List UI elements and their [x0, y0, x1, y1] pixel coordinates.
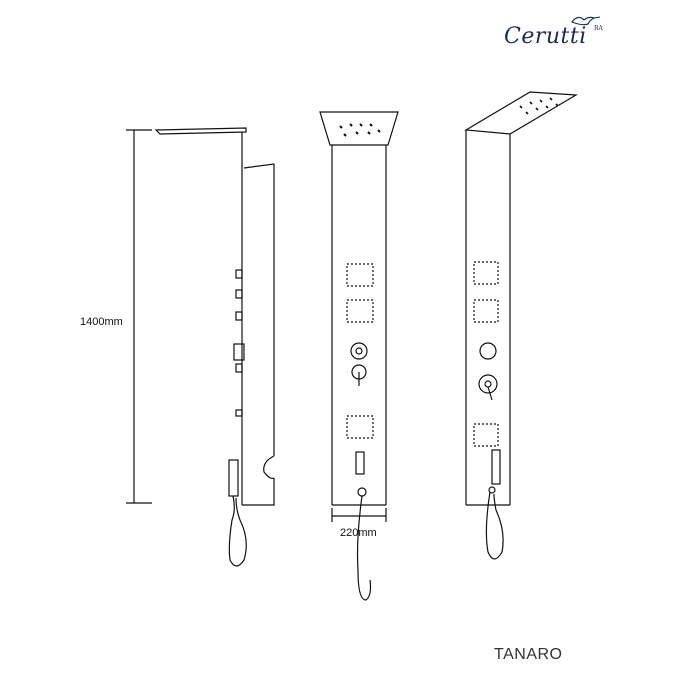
- product-name: TANARO: [494, 646, 563, 663]
- bird-logo-icon: RA: [571, 16, 604, 32]
- side-view: [154, 127, 275, 567]
- width-dimension: [331, 508, 387, 522]
- height-dimension-label: 1400mm: [80, 316, 123, 328]
- svg-text:RA: RA: [594, 25, 604, 32]
- width-dimension-label: 220mm: [340, 527, 377, 539]
- front-view: [319, 111, 399, 601]
- brand-name: Cerutti: [504, 24, 587, 49]
- perspective-view: [464, 91, 578, 560]
- brand-logo: Cerutti RA: [496, 12, 616, 52]
- height-dimension: [126, 129, 152, 504]
